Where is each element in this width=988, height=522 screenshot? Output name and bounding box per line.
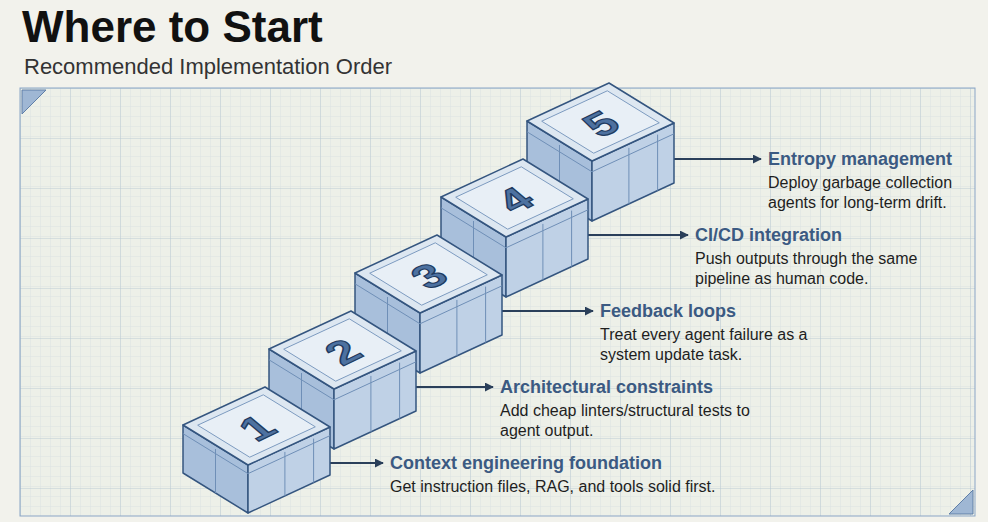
- block-top-inset: [542, 91, 660, 153]
- callout-text: CI/CD integrationPush outputs through th…: [695, 224, 967, 289]
- face-divider: [301, 373, 302, 429]
- block-shape: [183, 387, 332, 515]
- leader-arrow: [674, 158, 761, 160]
- face-divider: [387, 297, 388, 353]
- leader-arrow: [588, 234, 688, 236]
- leader-arrow: [502, 310, 593, 312]
- face-divider: [215, 449, 216, 493]
- leader-arrow: [330, 462, 383, 464]
- face-divider: [284, 452, 285, 496]
- callout-heading: Entropy management: [768, 148, 980, 170]
- callout-body: Treat every agent failure as a system up…: [600, 325, 852, 365]
- callout-text: Context engineering foundationGet instru…: [390, 452, 820, 497]
- face-divider: [559, 145, 560, 201]
- callout-text: Architectural constraintsAdd cheap linte…: [500, 376, 780, 441]
- callout-body: Push outputs through the same pipeline a…: [695, 249, 967, 289]
- face-divider: [485, 287, 486, 343]
- corner-mark: [22, 90, 46, 114]
- step-block: 1: [183, 387, 330, 513]
- callout-body: Add cheap linters/structural tests to ag…: [500, 401, 780, 441]
- face-divider: [370, 376, 371, 432]
- subtitle: Recommended Implementation Order: [24, 54, 392, 80]
- face-divider: [628, 148, 629, 204]
- callout-heading: Feedback loops: [600, 300, 852, 322]
- block-top-face: [527, 83, 674, 161]
- callout-heading: Architectural constraints: [500, 376, 780, 398]
- callout-body: Get instruction files, RAG, and tools so…: [390, 477, 820, 497]
- callout-body: Deploy garbage collection agents for lon…: [768, 173, 980, 213]
- face-divider: [399, 363, 400, 419]
- face-divider: [542, 224, 543, 280]
- callout-heading: CI/CD integration: [695, 224, 967, 246]
- callout-text: Feedback loopsTreat every agent failure …: [600, 300, 852, 365]
- face-divider: [571, 211, 572, 267]
- leader-arrow: [416, 386, 493, 388]
- corner-mark: [949, 490, 973, 514]
- face-divider: [313, 439, 314, 483]
- callout-heading: Context engineering foundation: [390, 452, 820, 474]
- callout-text: Entropy managementDeploy garbage collect…: [768, 148, 980, 213]
- title: Where to Start: [22, 2, 323, 52]
- face-divider: [456, 300, 457, 356]
- face-divider: [473, 221, 474, 277]
- face-divider: [657, 135, 658, 191]
